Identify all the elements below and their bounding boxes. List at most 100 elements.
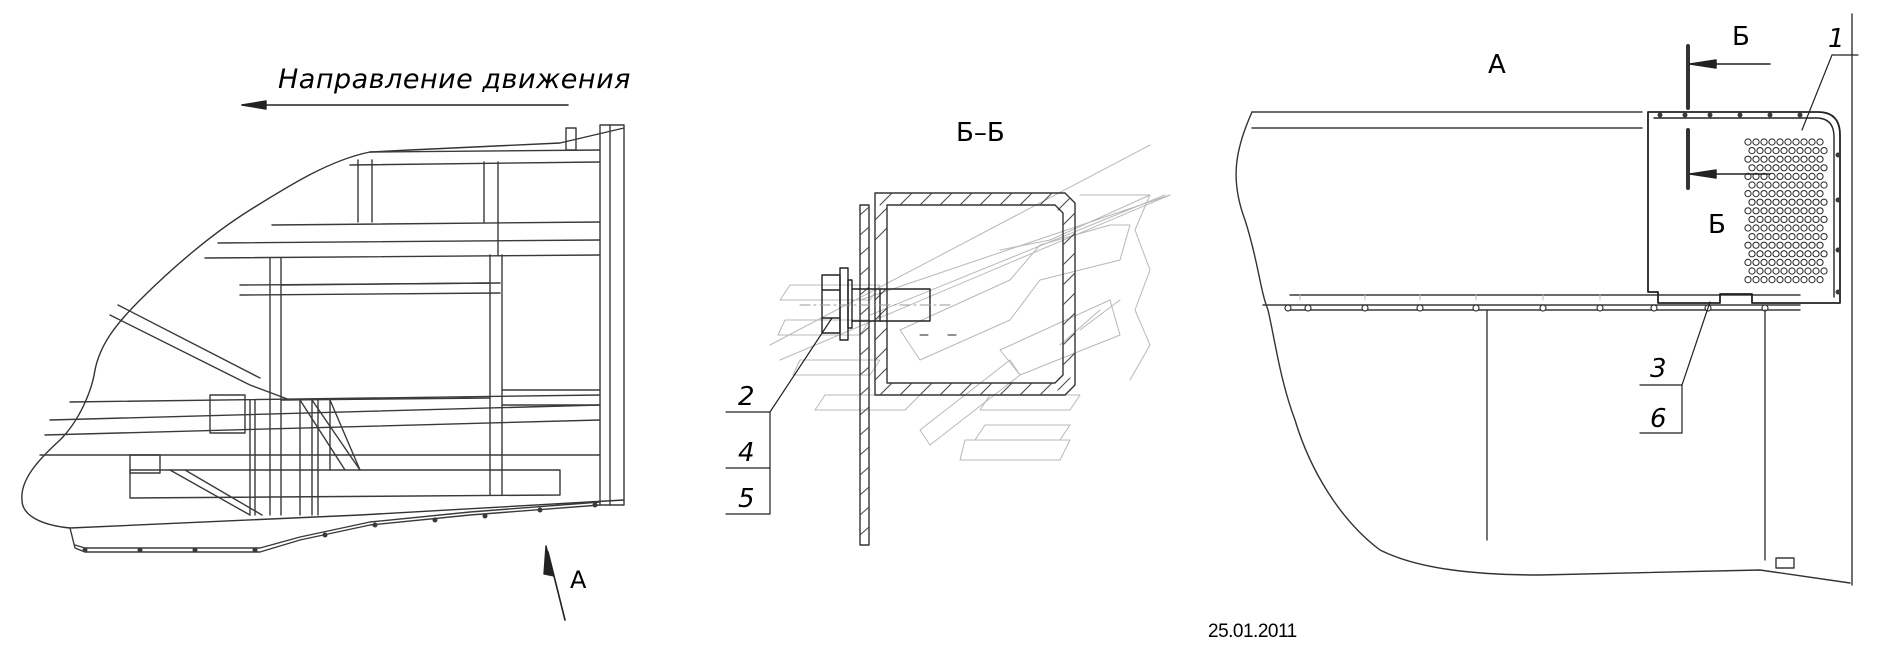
- perforation-hole: [1764, 233, 1772, 241]
- perforation-hole: [1764, 250, 1772, 258]
- perforation-hole: [1748, 267, 1756, 275]
- perforation-hole: [1756, 267, 1764, 275]
- perforation-hole: [1784, 155, 1792, 163]
- perforation-hole: [1744, 276, 1752, 284]
- perforation-hole: [1752, 155, 1760, 163]
- perforation-hole: [1800, 155, 1808, 163]
- perforation-hole: [1792, 224, 1800, 232]
- perforation-hole: [1804, 267, 1812, 275]
- perforation-hole: [1812, 233, 1820, 241]
- perforation-hole: [1768, 258, 1776, 266]
- perforation-hole: [1792, 155, 1800, 163]
- perforation-hole: [1804, 181, 1812, 189]
- perforation-hole: [1760, 190, 1768, 198]
- perforation-hole: [1776, 190, 1784, 198]
- perforation-hole: [1784, 190, 1792, 198]
- perforation-hole: [1808, 138, 1816, 146]
- perforation-hole: [1792, 258, 1800, 266]
- perforation-hole: [1788, 250, 1796, 258]
- section-view: [725, 144, 1171, 546]
- bolt-row: [82, 502, 598, 553]
- perforation-hole: [1812, 215, 1820, 223]
- perforation-hole: [1744, 258, 1752, 266]
- section-arrows: [1689, 59, 1771, 179]
- tube-hatching: [874, 192, 1076, 396]
- bottom-skirt: [69, 504, 601, 553]
- perforation-hole: [1772, 181, 1780, 189]
- perforation-hole: [1752, 276, 1760, 284]
- callout-5: 5: [738, 484, 755, 514]
- perforation-hole: [1776, 207, 1784, 215]
- perforation-hole: [1760, 276, 1768, 284]
- perforation-hole: [1748, 215, 1756, 223]
- perforation-hole: [1792, 241, 1800, 249]
- perforation-hole: [1808, 172, 1816, 180]
- callout-3: 3: [1650, 354, 1667, 384]
- perforation-hole: [1796, 198, 1804, 206]
- perforation-hole: [1800, 258, 1808, 266]
- perforation-hole: [1808, 276, 1816, 284]
- perforation-hole: [1796, 267, 1804, 275]
- perforation-hole: [1772, 215, 1780, 223]
- perforation-hole: [1796, 215, 1804, 223]
- side-view: [21, 100, 625, 621]
- perforation-hole: [1768, 172, 1776, 180]
- perforation-hole: [1776, 224, 1784, 232]
- perforation-hole: [1800, 138, 1808, 146]
- callout-6: 6: [1650, 404, 1667, 434]
- perforation-hole: [1804, 215, 1812, 223]
- perforation-hole: [1772, 164, 1780, 172]
- perforation-hole: [1788, 181, 1796, 189]
- break-line-outline: [21, 127, 625, 529]
- perforation-hole: [1752, 190, 1760, 198]
- perforation-hole: [1792, 172, 1800, 180]
- perforation-hole: [1780, 164, 1788, 172]
- perforation-hole: [1800, 224, 1808, 232]
- callout-4: 4: [738, 438, 755, 468]
- view-a-arrow: [543, 545, 566, 621]
- perforation-hole: [1808, 224, 1816, 232]
- direction-label: Направление движения: [278, 64, 631, 95]
- perforation-hole: [1812, 198, 1820, 206]
- perforation-hole: [1752, 241, 1760, 249]
- perforation-hole: [1820, 147, 1828, 155]
- callout-1: 1: [1828, 24, 1845, 54]
- perforation-hole: [1752, 258, 1760, 266]
- perforation-hole: [1772, 147, 1780, 155]
- perforation-hole: [1744, 241, 1752, 249]
- perforation-hole: [1812, 147, 1820, 155]
- perforation-hole: [1768, 190, 1776, 198]
- panel-rivets: [1657, 112, 1841, 295]
- perforation-hole: [1756, 215, 1764, 223]
- perforation-hole: [1744, 138, 1752, 146]
- section-title: Б–Б: [956, 118, 1005, 148]
- perforation-hole: [1764, 267, 1772, 275]
- perforation-hole: [1768, 207, 1776, 215]
- perforation-hole: [1776, 241, 1784, 249]
- rail-bolts: [1284, 304, 1769, 312]
- perforation-hole: [1808, 241, 1816, 249]
- perforation-hole: [1756, 181, 1764, 189]
- perforation-hole: [1768, 276, 1776, 284]
- callout-2: 2: [738, 382, 755, 412]
- perforation-hole: [1800, 172, 1808, 180]
- perforation-hole: [1764, 198, 1772, 206]
- perforation-hole: [1764, 147, 1772, 155]
- perforation-hole: [1776, 258, 1784, 266]
- perforation-hole: [1744, 224, 1752, 232]
- perforation-hole: [1776, 155, 1784, 163]
- perforation-hole: [1776, 138, 1784, 146]
- perforation-hole: [1780, 147, 1788, 155]
- perforation-hole: [1752, 138, 1760, 146]
- perforation-hole: [1800, 241, 1808, 249]
- perforation-hole: [1780, 215, 1788, 223]
- perforation-hole: [1760, 241, 1768, 249]
- perforation-hole: [1784, 138, 1792, 146]
- perforation-hole: [1792, 207, 1800, 215]
- perforation-hole: [1748, 147, 1756, 155]
- perforation-hole: [1744, 190, 1752, 198]
- perforation-hole: [1772, 198, 1780, 206]
- perforation-hole: [1812, 164, 1820, 172]
- perforation-hole: [1820, 164, 1828, 172]
